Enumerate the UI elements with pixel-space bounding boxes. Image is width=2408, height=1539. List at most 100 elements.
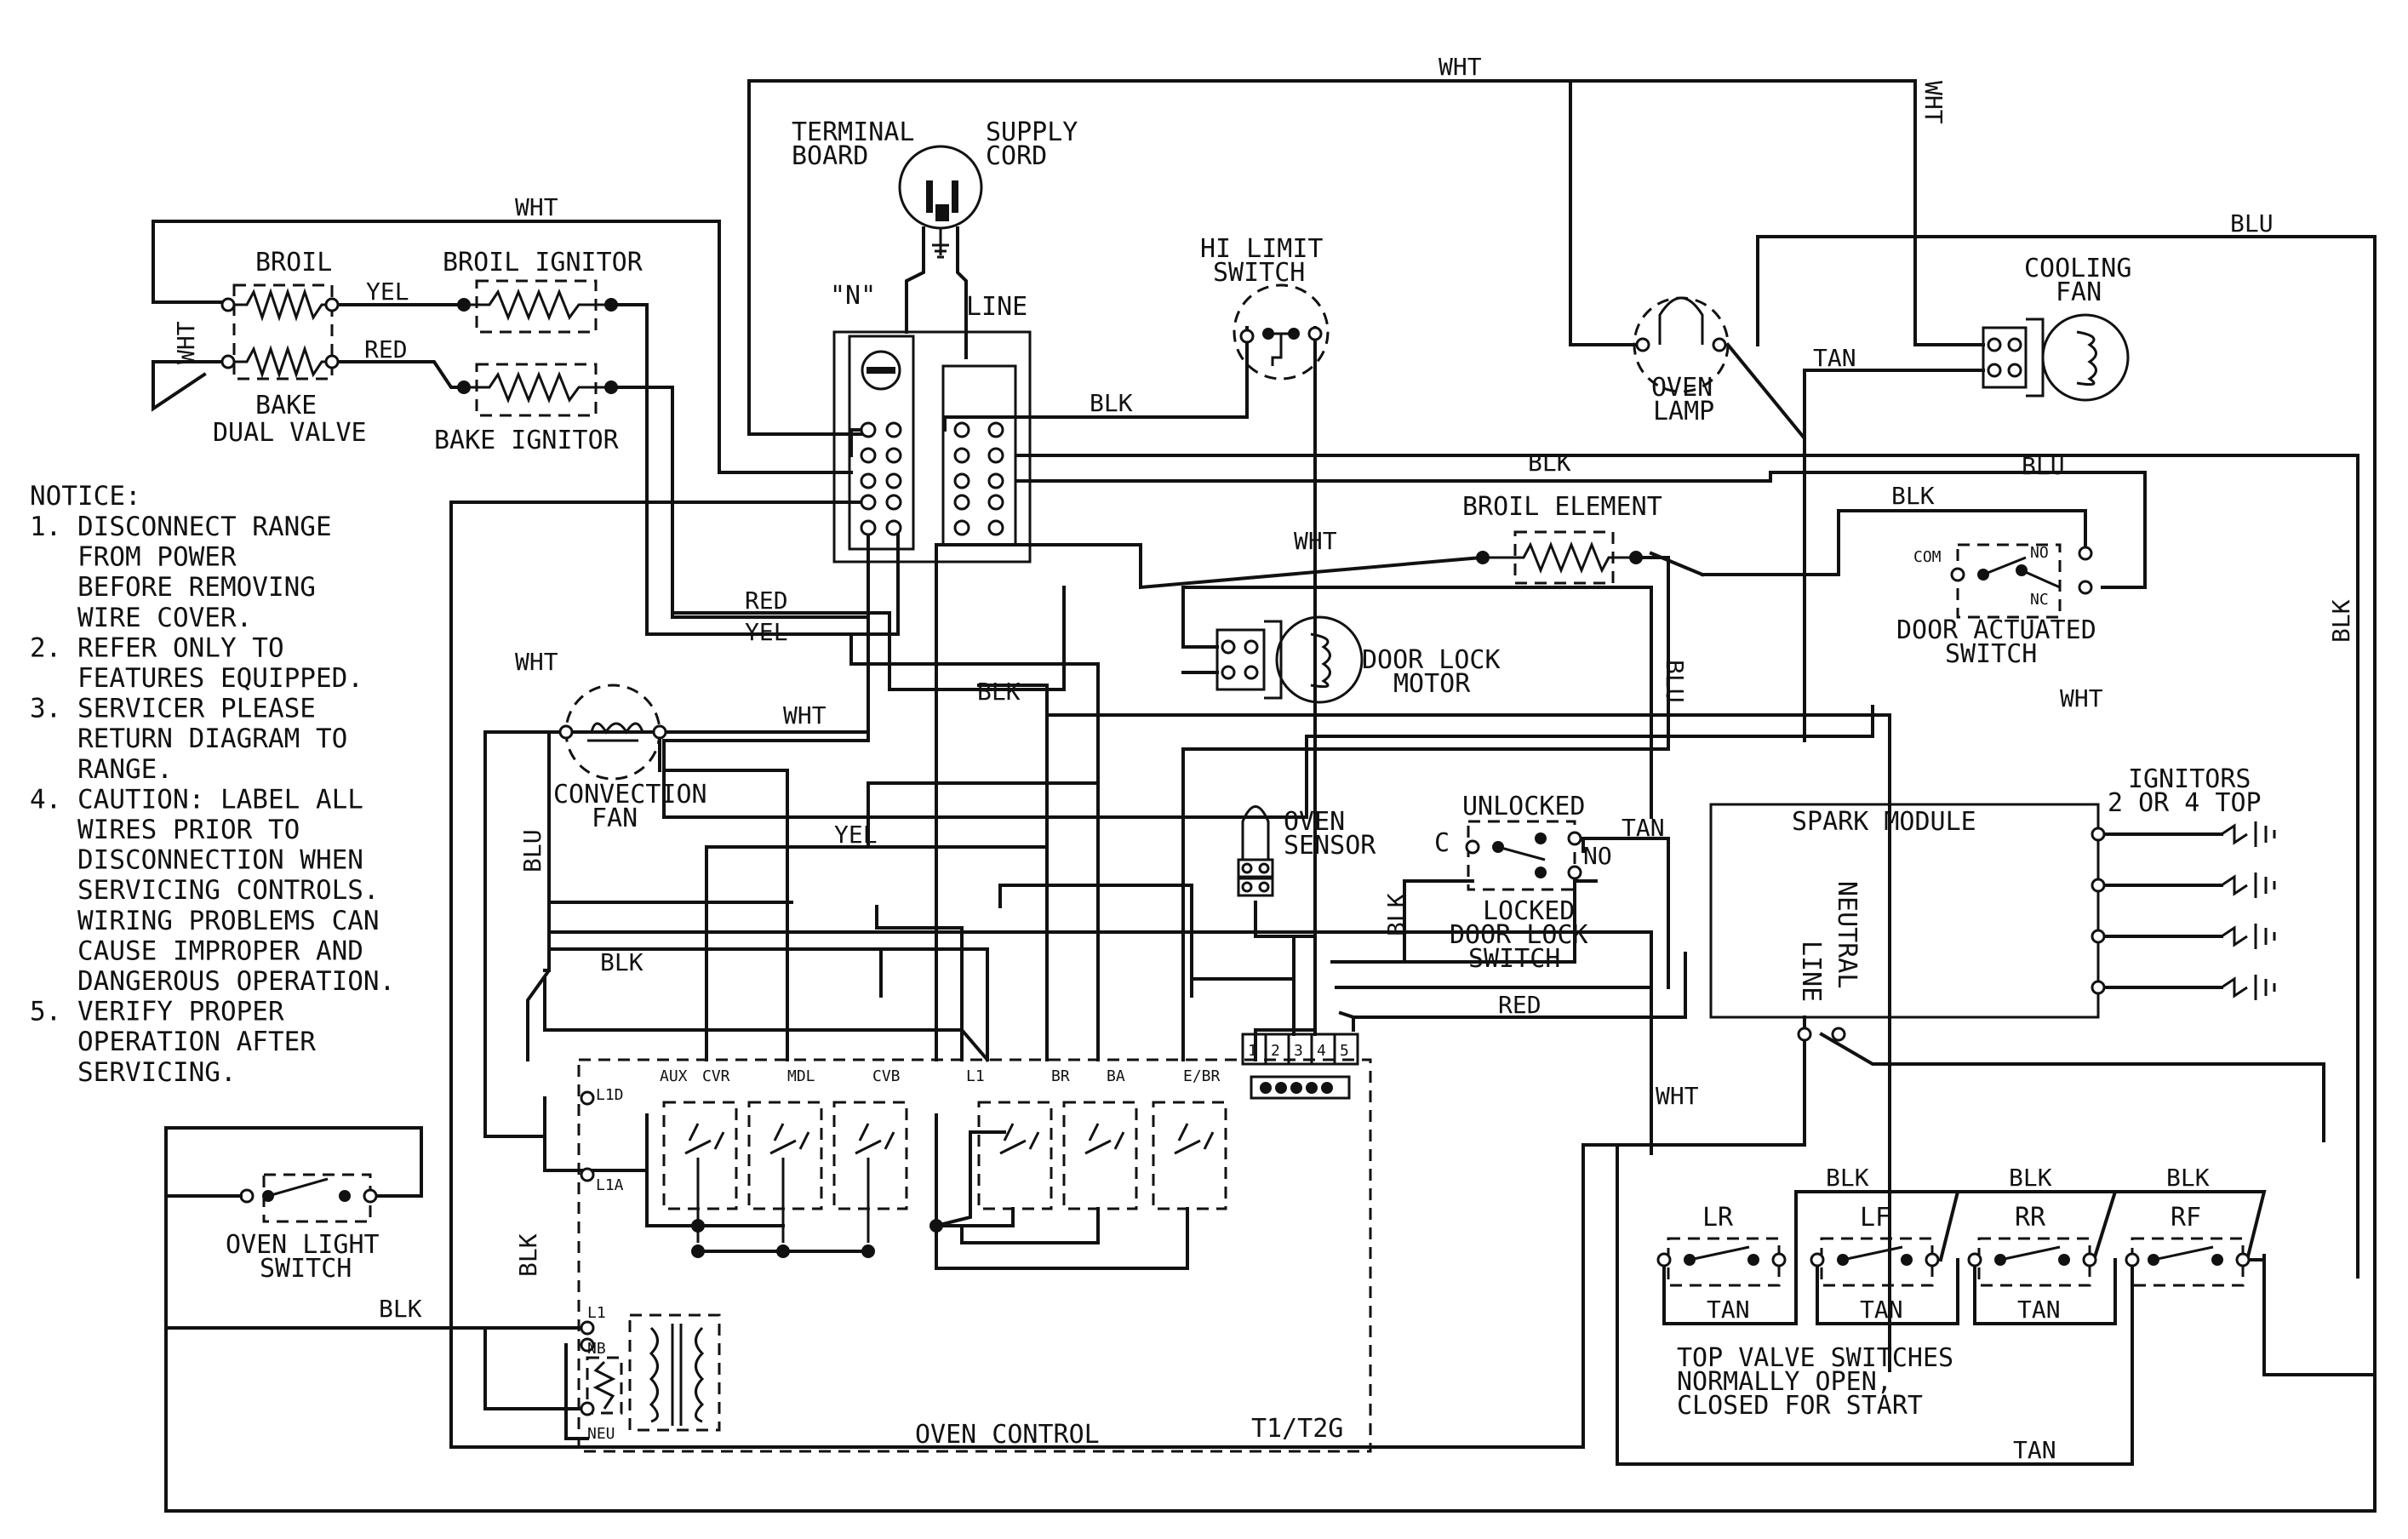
no-label: NO bbox=[2030, 544, 2049, 562]
notice-line: 2. REFER ONLY TO bbox=[30, 632, 284, 663]
convection-fan-label-2: FAN bbox=[592, 804, 638, 833]
door-lock-motor-label-2: MOTOR bbox=[1393, 669, 1471, 699]
wire-label-blk-lf: BLK bbox=[1826, 1164, 1869, 1192]
door-lock-motor-label-1: DOOR LOCK bbox=[1362, 645, 1501, 675]
notice-line: RANGE. bbox=[30, 754, 173, 785]
bake-ignitor-coil bbox=[466, 370, 609, 404]
wire-label-red-lower: RED bbox=[1498, 991, 1541, 1019]
nc-label: NC bbox=[2030, 591, 2049, 609]
rr-label: RR bbox=[2015, 1203, 2046, 1233]
terminal-board-label-1: TERMINAL bbox=[792, 117, 915, 147]
rf-label: RF bbox=[2171, 1203, 2201, 1233]
wire-label-tan-lf: TAN bbox=[1860, 1296, 1903, 1324]
hi-limit-switch-icon bbox=[1233, 283, 1330, 380]
oven-light-label-1: OVEN LIGHT bbox=[226, 1230, 380, 1260]
locked-label-2: DOOR LOCK bbox=[1450, 920, 1588, 950]
oven-sensor-label-2: SENSOR bbox=[1284, 831, 1376, 861]
wires bbox=[152, 79, 2377, 1513]
wire-label-yel-broil: YEL bbox=[366, 277, 409, 306]
wire-color-labels: WHT WHT WHT WHT BLU YEL RED BLK TAN BLK … bbox=[172, 53, 2355, 1464]
bake-valve-coil bbox=[234, 345, 332, 379]
wire-label-blu-left-vertical: BLU bbox=[518, 829, 546, 872]
ignitors-label-2: 2 OR 4 TOP bbox=[2108, 788, 2262, 818]
locked-label-1: LOCKED bbox=[1483, 896, 1575, 926]
no-contact-label: NO bbox=[1583, 842, 1612, 870]
unlocked-label: UNLOCKED bbox=[1462, 792, 1586, 821]
notice-line: OPERATION AFTER bbox=[30, 1027, 316, 1057]
line-label: LINE bbox=[966, 292, 1027, 322]
c-contact-label: C bbox=[1434, 828, 1450, 858]
hi-limit-label-1: HI LIMIT bbox=[1200, 234, 1324, 264]
oven-lamp-label-1: OVEN bbox=[1651, 373, 1713, 403]
wire-label-blk-oven-light: BLK bbox=[379, 1295, 422, 1323]
component-labels: BROIL BAKE DUAL VALVE BROIL IGNITOR BAKE… bbox=[213, 117, 2262, 1450]
oven-lamp-label-2: LAMP bbox=[1653, 397, 1714, 426]
wire-label-wht-conv: WHT bbox=[783, 701, 826, 729]
control-terminal-labels: AUX CVR MDL CVB L1 BR BA E/BR L1D L1A L1… bbox=[587, 1042, 1349, 1443]
oven-control-box bbox=[577, 1058, 1372, 1453]
wire-label-blk-hi-limit: BLK bbox=[1090, 389, 1133, 417]
notice-line: SERVICING CONTROLS. bbox=[30, 875, 380, 906]
top-valve-label-3: CLOSED FOR START bbox=[1677, 1391, 1923, 1421]
notice-title: NOTICE: bbox=[30, 481, 141, 512]
components bbox=[190, 145, 2276, 1453]
oven-sensor-icon bbox=[1241, 805, 1270, 861]
transformer-box bbox=[628, 1313, 721, 1432]
wire-label-tan-rr: TAN bbox=[2017, 1296, 2061, 1324]
l1a-label: L1A bbox=[596, 1176, 624, 1194]
notice-line: 5. VERIFY PROPER bbox=[30, 997, 284, 1027]
wire-label-wht-top: WHT bbox=[1439, 53, 1482, 81]
dual-valve-label: DUAL VALVE bbox=[213, 418, 367, 448]
cooling-fan-label-2: FAN bbox=[2056, 277, 2102, 307]
broil-element-label: BROIL ELEMENT bbox=[1462, 492, 1662, 522]
broil-valve-coil bbox=[234, 288, 332, 322]
door-actuated-switch-box bbox=[1956, 543, 2062, 619]
supply-cord-label-2: CORD bbox=[986, 141, 1047, 171]
ebr-label: E/BR bbox=[1183, 1067, 1221, 1085]
wire-label-wht-dual-valve: WHT bbox=[172, 321, 200, 364]
neutral-n-label: "N" bbox=[830, 281, 876, 311]
notice-line: WIRING PROBLEMS CAN bbox=[30, 906, 380, 936]
wire-label-wht-broil-element: WHT bbox=[1294, 527, 1337, 555]
pin-1-label: 1 bbox=[1248, 1042, 1257, 1060]
terminal-board-label-2: BOARD bbox=[792, 141, 868, 171]
nb-label: NB bbox=[587, 1340, 606, 1358]
bake-label: BAKE bbox=[255, 391, 317, 421]
wire-label-blk-lower: BLK bbox=[600, 948, 643, 976]
terminal-board bbox=[832, 330, 1032, 564]
notice-line: FROM POWER bbox=[30, 542, 237, 573]
lf-label: LF bbox=[1860, 1203, 1890, 1233]
top-valve-label-2: NORMALLY OPEN, bbox=[1677, 1367, 1892, 1397]
sensor-connector bbox=[1241, 1033, 1359, 1066]
ignitor-spark-icons bbox=[2221, 821, 2276, 1000]
wire-label-blk-main: BLK bbox=[1528, 449, 1571, 477]
top-valve-label-1: TOP VALVE SWITCHES bbox=[1677, 1343, 1953, 1373]
door-lock-motor-icon bbox=[1275, 615, 1364, 704]
notice-line: CAUSE IMPROPER AND bbox=[30, 935, 363, 966]
supply-cord-label-1: SUPPLY bbox=[986, 117, 1078, 147]
dual-valve-box bbox=[232, 283, 334, 380]
notice-line: FEATURES EQUIPPED. bbox=[30, 663, 363, 694]
notice-line: DANGEROUS OPERATION. bbox=[30, 966, 395, 997]
oven-control-label: OVEN CONTROL bbox=[915, 1420, 1100, 1450]
neutral-label: NEUTRAL bbox=[1832, 881, 1862, 988]
wire-label-wht-broil-loop: WHT bbox=[515, 193, 558, 221]
l1-label: L1 bbox=[966, 1067, 985, 1085]
control-terminal-pins bbox=[580, 1090, 595, 1416]
cooling-fan-icon bbox=[2041, 313, 2130, 402]
broil-element-box bbox=[1513, 530, 1615, 585]
notice-line: SERVICING. bbox=[30, 1057, 237, 1088]
bake-ignitor-label: BAKE IGNITOR bbox=[434, 426, 620, 455]
notice-lines: 1. DISCONNECT RANGE FROM POWER BEFORE RE… bbox=[30, 512, 395, 1088]
bake-ignitor-box bbox=[475, 363, 598, 417]
control-relays bbox=[662, 1101, 1227, 1243]
l1-lower-label: L1 bbox=[587, 1304, 606, 1322]
terminal-screws bbox=[860, 421, 1004, 536]
wire-label-blk-rr: BLK bbox=[2009, 1164, 2052, 1192]
cooling-fan-label-1: COOLING bbox=[2024, 254, 2131, 283]
wire-label-tan-cooling: TAN bbox=[1813, 344, 1856, 372]
top-valve-switches bbox=[1656, 1237, 2251, 1287]
wire-label-blk-sensor-vertical: BLK bbox=[1382, 893, 1410, 936]
wire-label-blk-door-switch: BLK bbox=[1891, 482, 1935, 510]
